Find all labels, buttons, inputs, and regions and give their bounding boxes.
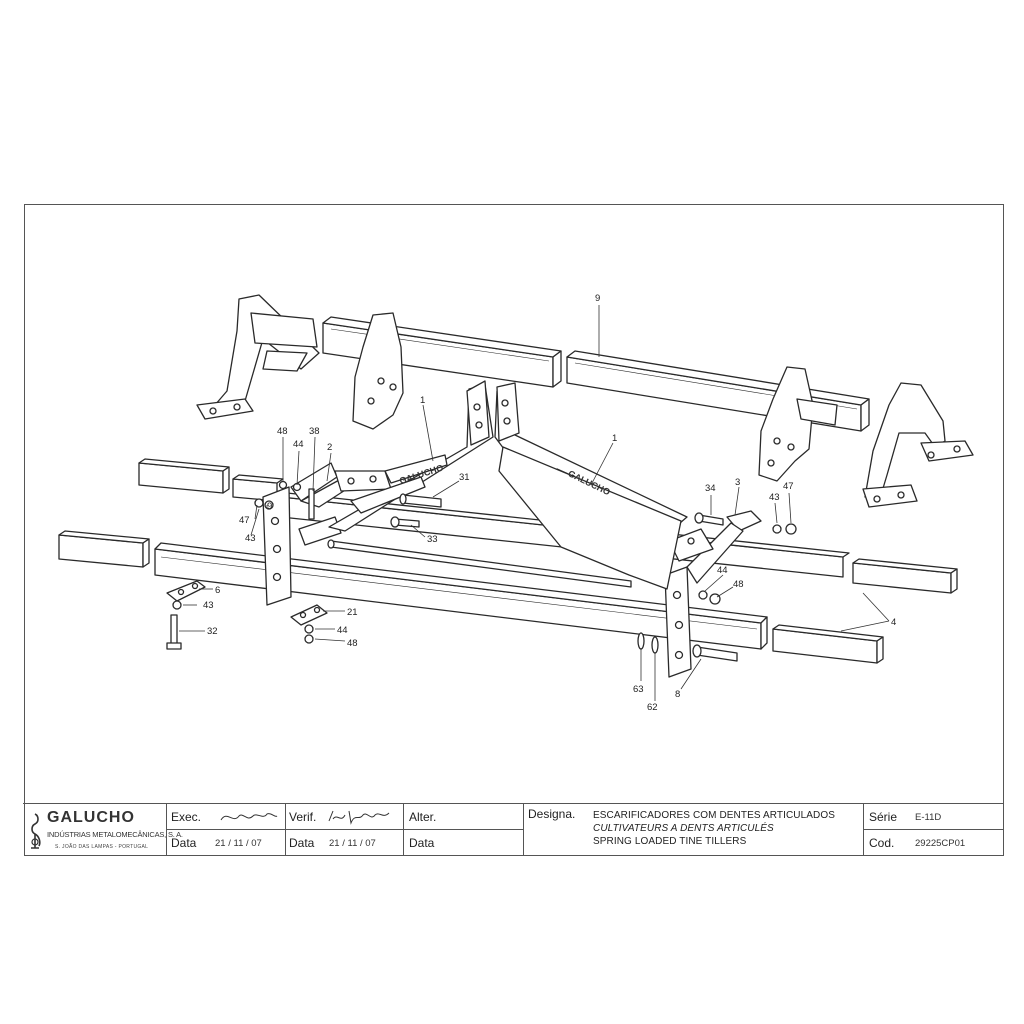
callout-34: 34 xyxy=(705,483,716,494)
callout-44-bottom: 44 xyxy=(337,625,348,636)
pin-shaft-33 xyxy=(327,539,632,588)
callout-44-right: 44 xyxy=(717,565,728,576)
cod-value: 29225CP01 xyxy=(915,838,966,849)
serie-value: E-11D xyxy=(915,812,942,823)
callout-44-left: 44 xyxy=(293,439,304,450)
square-bar-right-1 xyxy=(852,558,958,594)
drawing-frame: GALUCHO GALUCHO xyxy=(24,204,1004,856)
company-name: INDÚSTRIAS METALOMECÂNICAS, S. A. xyxy=(47,830,183,839)
company-address: S. JOÃO DAS LAMPAS - PORTUGAL xyxy=(55,844,149,850)
data-label-1: Data xyxy=(171,836,197,850)
designation-fr: CULTIVATEURS A DENTS ARTICULÉS xyxy=(593,823,774,834)
bolt-32 xyxy=(166,614,182,650)
tine-bracket-4 xyxy=(862,382,974,508)
cod-label: Cod. xyxy=(869,836,895,850)
callout-62: 62 xyxy=(647,702,658,713)
callout-4: 4 xyxy=(891,617,896,628)
callout-2: 2 xyxy=(327,442,332,453)
logo-wordmark: GALUCHO xyxy=(47,809,135,826)
square-bar-left-top xyxy=(138,458,230,494)
main-cross-beam xyxy=(154,542,768,650)
pin-8 xyxy=(692,644,738,662)
title-block: GALUCHO INDÚSTRIAS METALOMECÂNICAS, S. A… xyxy=(23,803,1004,856)
pin-31 xyxy=(399,493,442,508)
callout-8: 8 xyxy=(675,689,680,700)
right-headstock xyxy=(664,510,762,678)
callout-43-bottom: 43 xyxy=(203,600,214,611)
rooster-logo-icon xyxy=(31,813,41,849)
callout-9: 9 xyxy=(595,293,600,304)
data-label-2: Data xyxy=(289,836,315,850)
callout-48-right: 48 xyxy=(733,579,744,590)
designation-pt: ESCARIFICADORES COM DENTES ARTICULADOS xyxy=(593,810,835,821)
callout-48-left: 48 xyxy=(277,426,288,437)
callout-47-left: 47 xyxy=(239,515,250,526)
callout-31: 31 xyxy=(459,472,470,483)
square-bar-left-bottom xyxy=(58,530,150,568)
data-label-3: Data xyxy=(409,836,435,850)
data-value-2: 21 / 11 / 07 xyxy=(329,838,376,849)
nuts-washers xyxy=(172,480,797,654)
pin-34 xyxy=(694,512,724,526)
callout-21: 21 xyxy=(347,607,358,618)
alter-label: Alter. xyxy=(409,810,437,824)
callout-63: 63 xyxy=(633,684,644,695)
callout-33: 33 xyxy=(427,534,438,545)
a-frame-top-plates xyxy=(466,380,520,446)
callout-47-right: 47 xyxy=(783,481,794,492)
callout-43-right: 43 xyxy=(769,492,780,503)
callout-9-small: 9 xyxy=(267,501,272,512)
exploded-parts-diagram: GALUCHO GALUCHO xyxy=(58,293,974,713)
verif-label: Verif. xyxy=(289,810,317,824)
tine-bracket-2 xyxy=(352,312,404,430)
company-logo: GALUCHO INDÚSTRIAS METALOMECÂNICAS, S. A… xyxy=(25,806,183,856)
callout-3: 3 xyxy=(735,477,740,488)
callout-1-left: 1 xyxy=(420,395,425,406)
callout-1-right: 1 xyxy=(612,433,617,444)
tine-bracket-3 xyxy=(758,366,838,482)
verif-signature xyxy=(328,810,390,825)
callout-48-bottom: 48 xyxy=(347,638,358,649)
exec-label: Exec. xyxy=(171,810,202,824)
plate-6 xyxy=(166,580,206,602)
pin-33 xyxy=(390,516,420,528)
callout-32: 32 xyxy=(207,626,218,637)
left-headstock xyxy=(262,462,392,606)
designation-label: Designa. xyxy=(528,807,576,821)
callout-43-left: 43 xyxy=(245,533,256,544)
tine-bracket-1 xyxy=(196,294,320,420)
data-value-1: 21 / 11 / 07 xyxy=(215,838,262,849)
plate-21 xyxy=(290,604,328,626)
square-bar-right-2 xyxy=(772,624,884,664)
callout-6: 6 xyxy=(215,585,220,596)
callout-38: 38 xyxy=(309,426,320,437)
designation-en: SPRING LOADED TINE TILLERS xyxy=(593,836,747,847)
exec-signature xyxy=(220,813,278,821)
serie-label: Série xyxy=(869,810,898,824)
a-frame-right-arm xyxy=(494,388,688,590)
